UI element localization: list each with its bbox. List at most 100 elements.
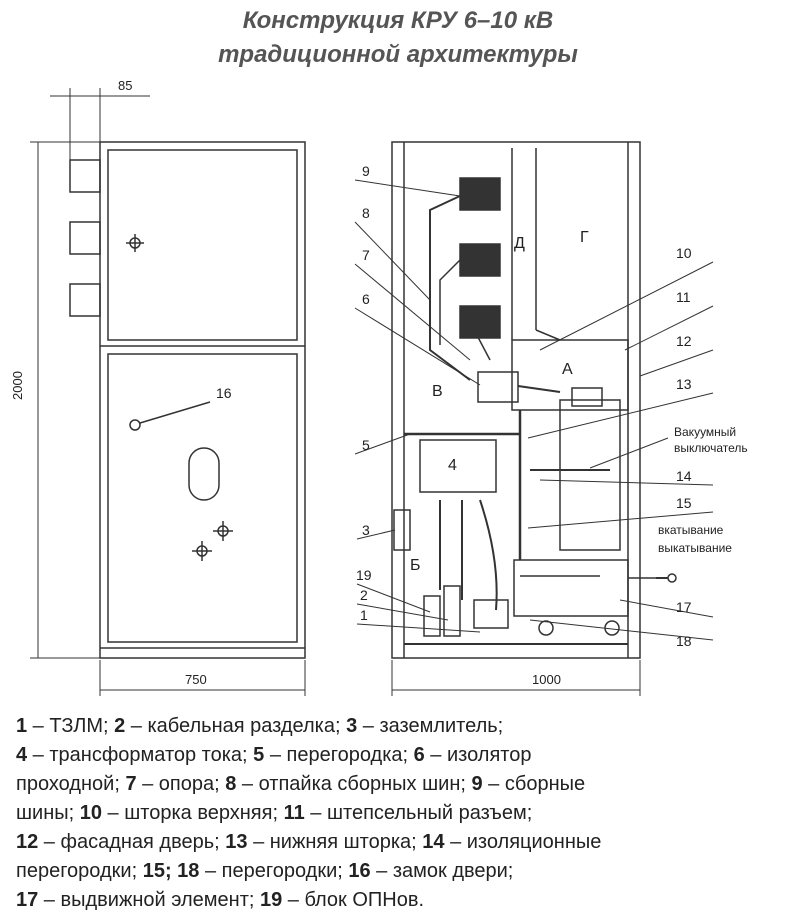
- label-11: 11: [676, 289, 691, 305]
- truck-wheel-1: [538, 620, 554, 636]
- vacuum-breaker: [559, 399, 621, 551]
- legend-text: – заземлитель;: [357, 715, 504, 737]
- legend-text: – замок двери;: [370, 860, 514, 882]
- compartment-g-label: Г: [580, 229, 589, 246]
- legend-text: – трансформатор тока;: [27, 744, 254, 766]
- legend-number: 13: [225, 831, 248, 853]
- legend: 1 – ТЗЛМ; 2 – кабельная разделка; 3 – за…: [16, 712, 788, 915]
- legend-number: 6: [413, 744, 425, 766]
- compartment-a: [511, 339, 629, 411]
- dim-1000-label: 1000: [532, 672, 561, 687]
- label-10: 10: [676, 245, 692, 261]
- leader-lines: [354, 179, 714, 641]
- legend-number: 16: [348, 860, 371, 882]
- label-13: 13: [676, 376, 692, 392]
- vacuum-breaker-line2: выключатель: [674, 441, 748, 455]
- inspection-window: [188, 447, 220, 501]
- diagram-title: Конструкция КРУ 6–10 кВ традиционной арх…: [0, 4, 796, 72]
- legend-number: 1: [16, 715, 28, 737]
- compartment-b-label: Б: [410, 557, 421, 574]
- legend-text: – опора;: [136, 773, 226, 795]
- legend-text: – кабельная разделка;: [125, 715, 347, 737]
- label-3: 3: [362, 522, 370, 538]
- legend-line: перегородки; 15; 18 – перегородки; 16 – …: [16, 857, 788, 886]
- busbar-1: [459, 177, 501, 211]
- legend-number: 7: [125, 773, 137, 795]
- lower-door: [107, 353, 298, 643]
- label-19: 19: [356, 567, 372, 583]
- vacuum-breaker-line1: Вакуумный: [674, 425, 736, 439]
- relay-block-1: [69, 159, 101, 193]
- label-17: 17: [676, 599, 692, 615]
- label-12: 12: [676, 333, 692, 349]
- busbar-3: [459, 305, 501, 339]
- compartment-d-label: Д: [514, 235, 525, 252]
- legend-text: перегородки;: [16, 860, 143, 882]
- legend-line: 17 – выдвижной элемент; 19 – блок ОПНов.: [16, 886, 788, 915]
- legend-number: 17: [16, 889, 39, 911]
- legend-line: 12 – фасадная дверь; 13 – нижняя шторка;…: [16, 828, 788, 857]
- legend-text: – сборные: [482, 773, 586, 795]
- label-4: 4: [448, 457, 457, 474]
- label-6: 6: [362, 291, 370, 307]
- legend-number: 8: [225, 773, 237, 795]
- legend-text: – нижняя шторка;: [247, 831, 423, 853]
- label-15: 15: [676, 495, 692, 511]
- legend-number: 3: [346, 715, 358, 737]
- title-line-2: традиционной архитектуры: [218, 41, 578, 68]
- compartment-a-label: А: [562, 361, 573, 378]
- zero-sequence-ct: [473, 599, 509, 629]
- label-14: 14: [676, 468, 692, 484]
- relay-block-3: [69, 283, 101, 317]
- door-lock-icon: [129, 419, 141, 431]
- upper-door: [107, 149, 298, 341]
- legend-number: 19: [259, 889, 283, 911]
- label-16: 16: [216, 385, 232, 401]
- legend-line: 4 – трансформатор тока; 5 – перегородка;…: [16, 741, 788, 770]
- legend-number: 9: [471, 773, 483, 795]
- legend-text: – блок ОПНов.: [282, 889, 425, 911]
- legend-text: – выдвижной элемент;: [38, 889, 260, 911]
- relay-block-2: [69, 221, 101, 255]
- legend-text: шины;: [16, 802, 80, 824]
- legend-number: 14: [422, 831, 445, 853]
- legend-number: 12: [16, 831, 39, 853]
- busbar-2: [459, 243, 501, 277]
- legend-text: – перегородки;: [199, 860, 349, 882]
- label-7: 7: [362, 247, 370, 263]
- side-cabinet-outline: [391, 141, 641, 659]
- legend-text: – ТЗЛМ;: [27, 715, 115, 737]
- dim-85-label: 85: [118, 78, 132, 93]
- busbar-tap: [429, 195, 471, 381]
- withdrawable-element: [513, 559, 629, 617]
- legend-text: проходной;: [16, 773, 126, 795]
- rack-handle-icon: [667, 573, 677, 583]
- legend-line: шины; 10 – шторка верхняя; 11 – штепсель…: [16, 799, 788, 828]
- earthing-switch: [393, 509, 411, 551]
- label-8: 8: [362, 205, 370, 221]
- legend-number: 10: [79, 802, 102, 824]
- roll-in-label: вкатывание: [658, 523, 724, 537]
- current-transformer: [419, 439, 497, 493]
- legend-text: – изолятор: [424, 744, 532, 766]
- title-line-1: Конструкция КРУ 6–10 кВ: [242, 7, 554, 34]
- cables: [439, 499, 498, 611]
- dim-2000-label: 2000: [10, 371, 25, 400]
- label-18: 18: [676, 633, 692, 649]
- compartment-v-label: В: [432, 383, 443, 400]
- legend-text: – штепсельный разъем;: [304, 802, 533, 824]
- label-9: 9: [362, 163, 370, 179]
- legend-number: 15; 18: [142, 860, 200, 882]
- front-cabinet-outline: [99, 141, 306, 659]
- roll-out-label: выкатывание: [658, 541, 732, 555]
- label-5: 5: [362, 437, 370, 453]
- legend-text: – изоляционные: [444, 831, 602, 853]
- legend-text: – отпайка сборных шин;: [236, 773, 472, 795]
- legend-number: 4: [16, 744, 28, 766]
- legend-number: 2: [114, 715, 126, 737]
- legend-line: 1 – ТЗЛМ; 2 – кабельная разделка; 3 – за…: [16, 712, 788, 741]
- front-view: [30, 88, 306, 696]
- legend-number: 5: [253, 744, 265, 766]
- legend-text: – перегородка;: [264, 744, 414, 766]
